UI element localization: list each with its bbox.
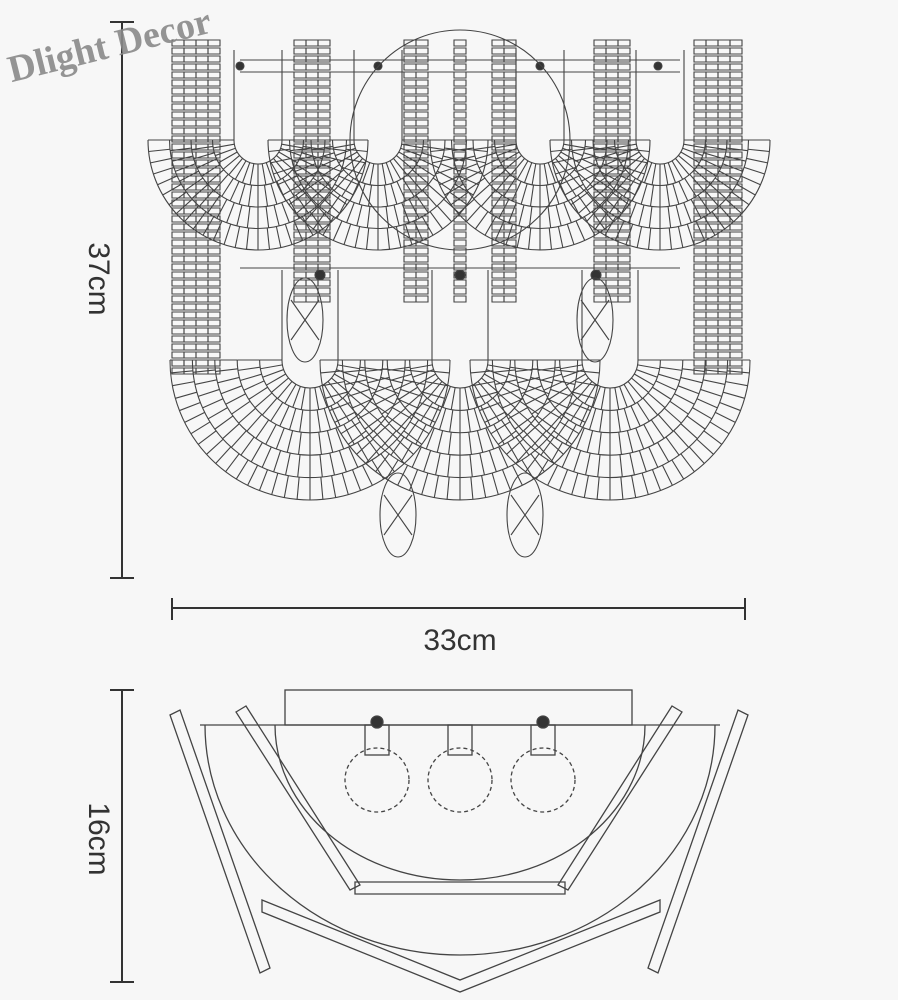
fan-loop [635,50,685,165]
bulb-left [344,747,410,813]
crystal-drop [286,277,324,363]
bead-chain [705,39,719,375]
crystal-drop [576,277,614,363]
socket-left [364,724,390,756]
crystal-facets [510,494,540,536]
screw-left [370,715,384,729]
height-label: 37cm [82,242,115,316]
fan-ribs [559,359,661,411]
screw [653,61,663,71]
bulb-center [427,747,493,813]
rod [354,881,566,895]
front-view [147,29,771,558]
depth-label: 16cm [82,802,115,876]
bead-chain [183,39,197,375]
canopy-circle [349,29,571,251]
fan-loop [233,50,283,165]
socket-right [530,724,556,756]
bead-chain [171,39,185,375]
fan-loop [581,270,639,389]
mounting-plate [284,689,633,726]
bulb-right [510,747,576,813]
crystal-facets [580,299,610,341]
rod [235,705,361,891]
fan-ribs [571,139,749,229]
rod [169,709,271,974]
fan-loop [431,270,489,389]
bead-chain [317,39,331,303]
fan-ribs [514,359,706,456]
bead-chain [729,39,743,375]
bead-chain [415,39,429,303]
fan-loop [515,50,565,165]
width-label: 33cm [423,624,497,657]
screw [314,269,326,281]
socket-center [447,724,473,756]
crystal-drop [506,472,544,558]
fan-ribs [492,359,728,478]
screw [590,269,602,281]
screw [235,61,245,71]
bead-chain [305,39,319,303]
fan-loop [281,270,339,389]
fan-ribs [332,139,424,186]
outer-arc [204,724,716,956]
dimension-lines [110,21,746,983]
width-dimension-line [171,598,746,620]
fan-ribs [470,359,750,500]
rod [557,705,683,891]
crystal-facets [290,299,320,341]
crystal-drop [379,472,417,558]
fan-ribs [614,139,706,186]
fan-loop [353,50,403,165]
rod [261,899,661,993]
side-view [169,689,749,993]
bead-chain [693,39,707,375]
bead-chain [207,39,221,375]
bead-chain [491,39,505,303]
crystal-facets [383,494,413,536]
depth-dimension-line [110,689,134,983]
fan-ribs [537,359,683,433]
screw [535,61,545,71]
height-dimension-line [110,21,134,579]
screw-right [536,715,550,729]
rod [647,709,749,974]
screw [454,269,466,281]
inner-arc [274,724,646,881]
fan-ribs [593,139,727,207]
